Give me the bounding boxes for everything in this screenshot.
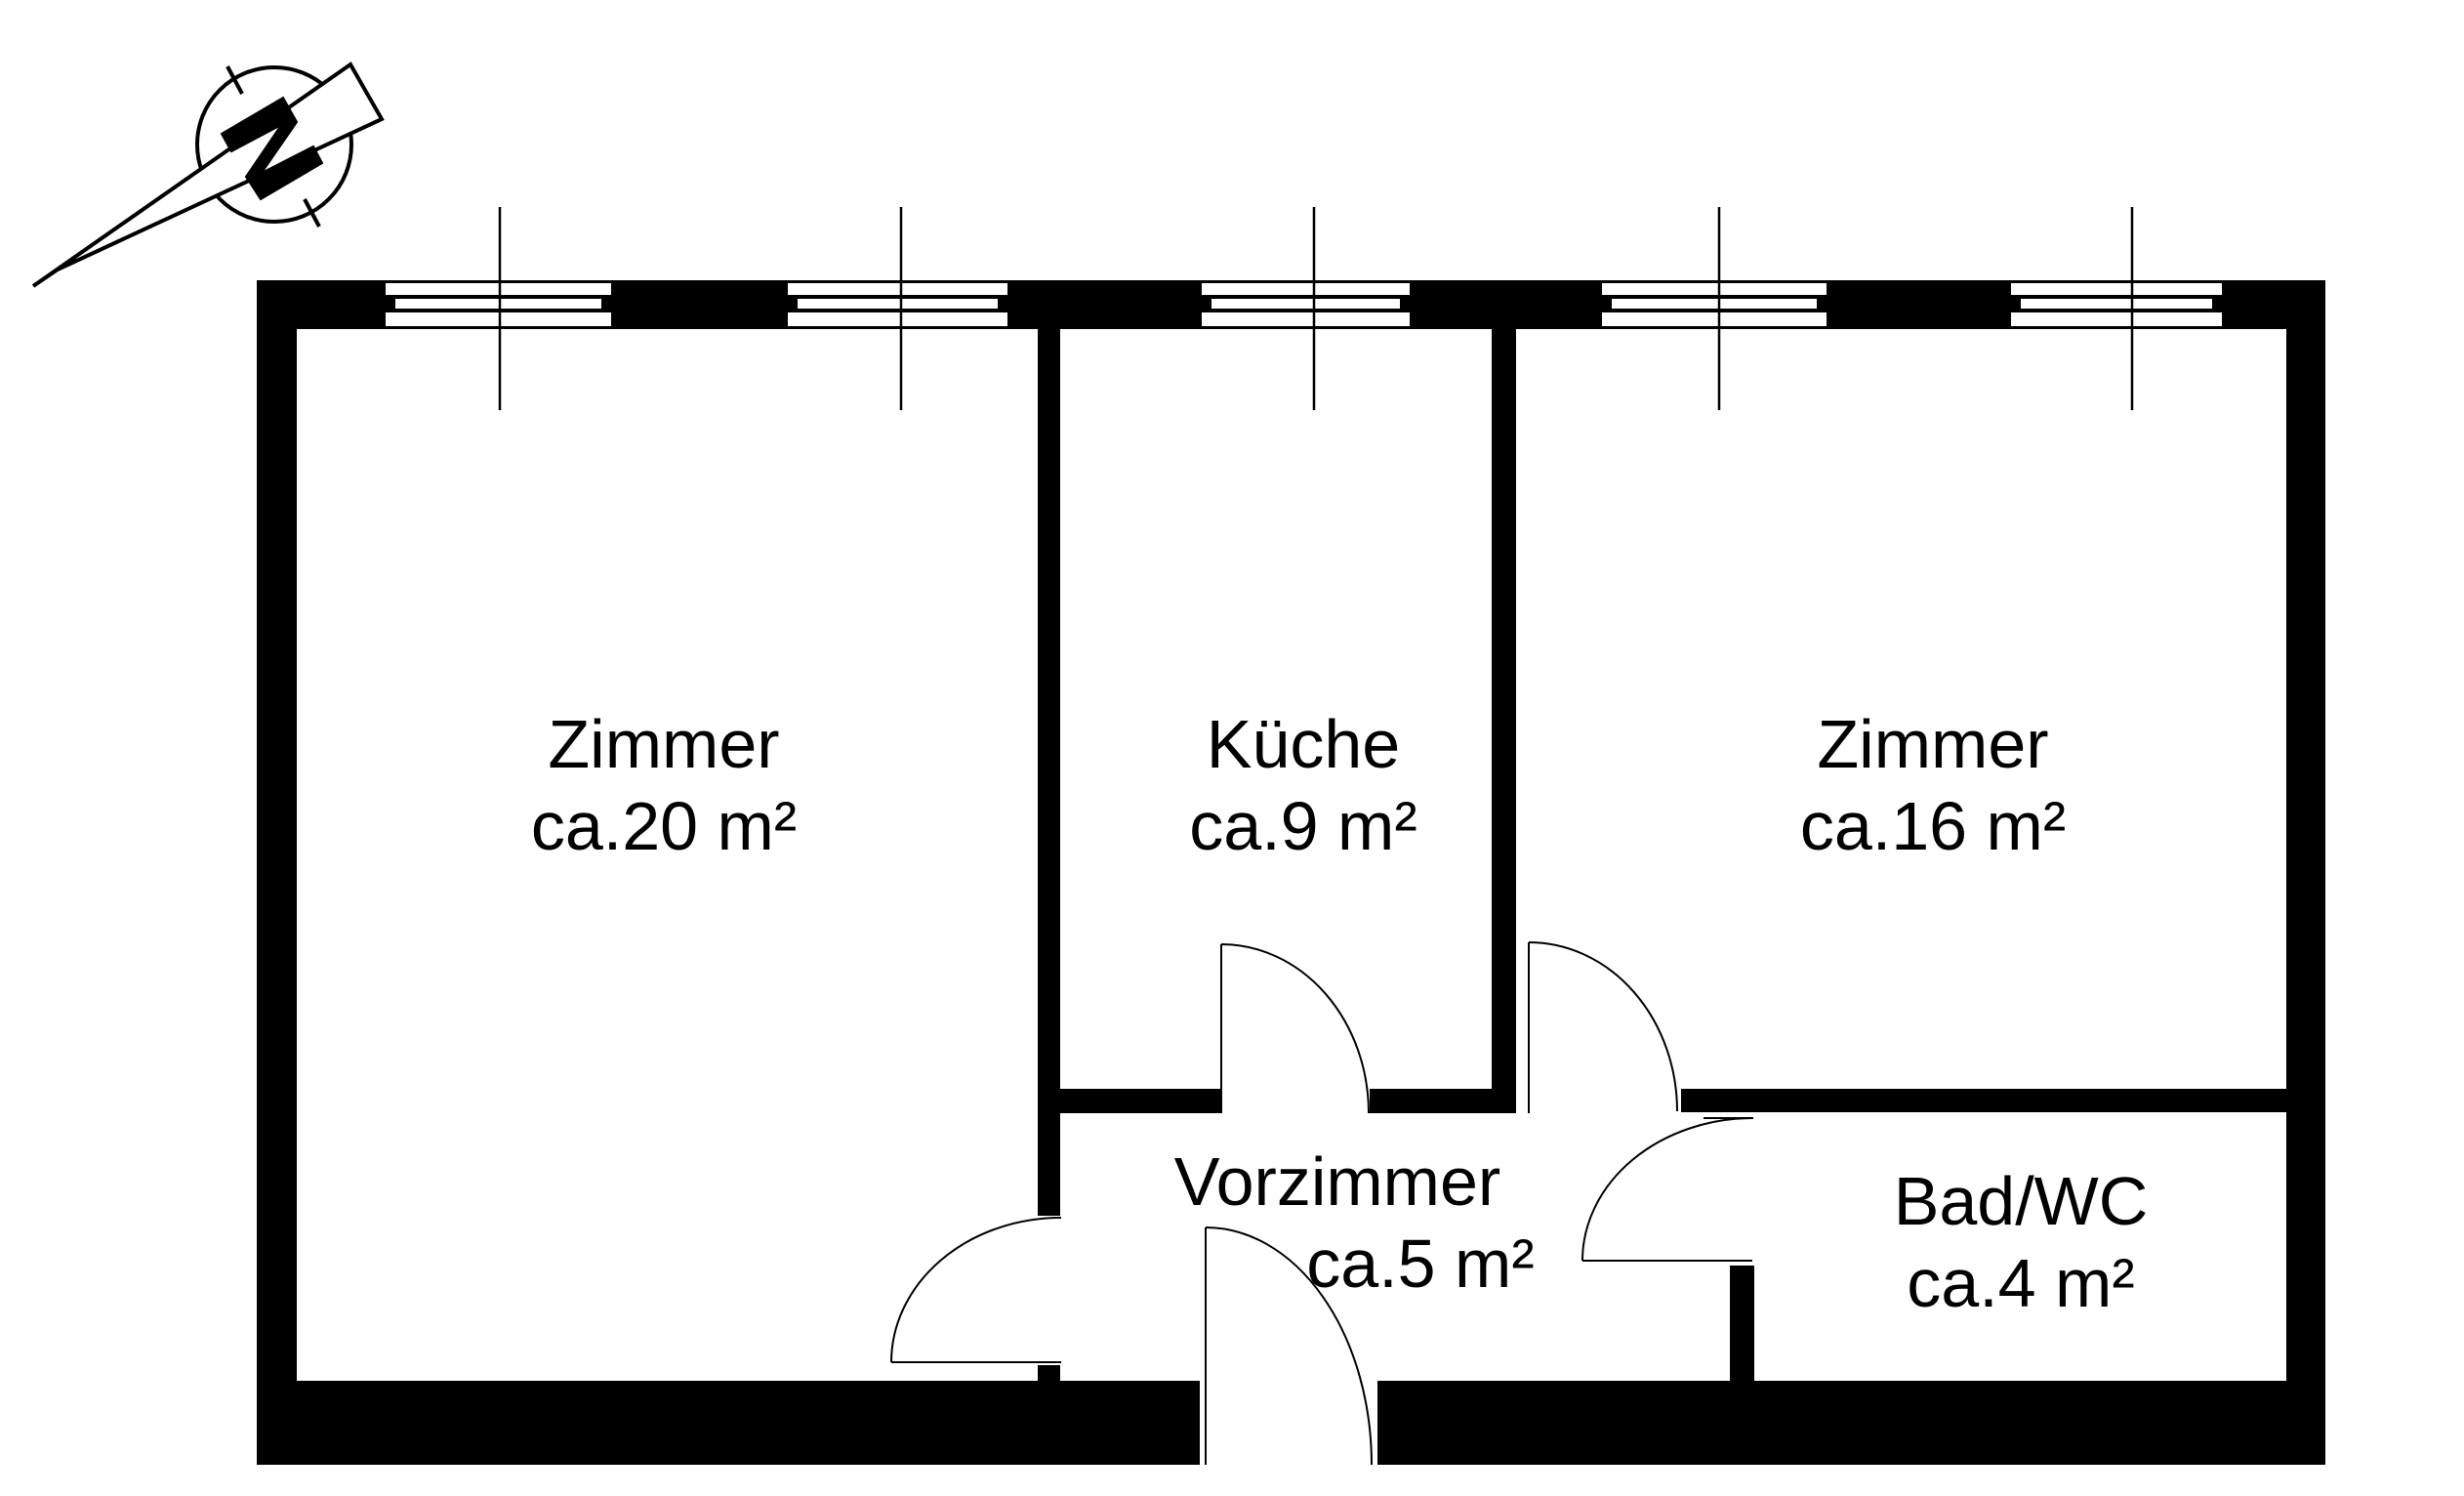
window [2009, 207, 2224, 410]
room-label-kueche: Küche ca.9 m² [1142, 703, 1464, 867]
window-pane [1600, 281, 1828, 297]
window-pane [2019, 297, 2214, 311]
window-pane [1200, 311, 1412, 328]
door-entrance [1198, 1226, 1379, 1466]
door-bad-wc [1581, 1117, 1754, 1262]
window-pane [2009, 311, 2224, 328]
door-swing [1205, 1226, 1373, 1466]
room-area: ca.20 m² [530, 788, 798, 864]
walls [257, 280, 2325, 1465]
door-opening [1035, 1216, 1064, 1365]
window-pane [1210, 297, 1402, 311]
wall-bad [1730, 1266, 1754, 1383]
room-name: Vorzimmer [1173, 1143, 1501, 1220]
room-name: Zimmer [1817, 706, 2049, 782]
room-name: Bad/WC [1893, 1163, 2149, 1239]
window-pane [2009, 281, 2224, 297]
room-label-vorzimmer: Vorzimmer ca.5 m² [1132, 1141, 1542, 1305]
door-swing [1528, 941, 1678, 1112]
wall-bottom-right [1378, 1381, 2325, 1465]
room-label-bad-wc: Bad/WC ca.4 m² [1855, 1160, 2187, 1324]
room-area: ca.9 m² [1189, 788, 1417, 864]
north-arrow-icon [31, 62, 385, 288]
wall-zimmer2-bottom [1681, 1089, 2286, 1112]
wall-kueche-zimmer2 [1492, 329, 1516, 1113]
window-pane [786, 311, 1009, 328]
window-pane [384, 311, 613, 328]
wall-kueche-bottom-b [1370, 1089, 1492, 1113]
wall-left [257, 280, 297, 1465]
compass-tick [226, 65, 244, 95]
window [786, 207, 1009, 410]
window [384, 207, 613, 410]
door-swing [1220, 943, 1370, 1114]
window-pane [1610, 297, 1819, 311]
wall-stub [1038, 1365, 1060, 1385]
wall-zimmer-kueche [1038, 329, 1060, 1216]
wall-right [2286, 280, 2325, 1465]
compass-ring [195, 65, 353, 224]
room-label-zimmer-2: Zimmer ca.16 m² [1757, 703, 2109, 867]
window-pane [796, 297, 1000, 311]
door-swing [890, 1217, 1062, 1363]
room-area: ca.5 m² [1306, 1226, 1535, 1302]
window-pane [1600, 311, 1828, 328]
window [1200, 207, 1412, 410]
window [1600, 207, 1828, 410]
room-name: Küche [1206, 706, 1401, 782]
window-pane [393, 297, 603, 311]
room-label-zimmer-1: Zimmer ca.20 m² [488, 703, 840, 867]
room-area: ca.4 m² [1907, 1245, 2135, 1321]
door-zimmer-1 [890, 1216, 1064, 1365]
windows [384, 207, 2224, 410]
doors [890, 941, 1754, 1466]
door-kueche [1220, 943, 1370, 1115]
door-opening [1220, 1087, 1370, 1115]
window-pane [384, 281, 613, 297]
compass-tick [303, 198, 321, 228]
door-swing [1581, 1117, 1754, 1262]
wall-kueche-bottom-a [1060, 1089, 1220, 1113]
door-zimmer-2 [1528, 941, 1678, 1113]
window-pane [786, 281, 1009, 297]
room-name: Zimmer [548, 706, 780, 782]
compass-n-letter [220, 96, 324, 201]
compass-needle [31, 62, 385, 288]
room-area: ca.16 m² [1799, 788, 2067, 864]
window-pane [1200, 281, 1412, 297]
wall-bottom-left [257, 1381, 1199, 1465]
